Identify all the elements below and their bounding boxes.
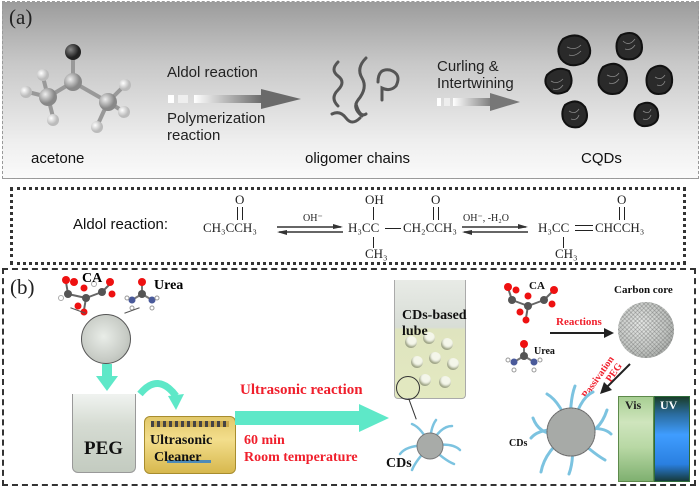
step2-arrow-icon [437,93,520,111]
vis-label: Vis [625,398,642,412]
step1-arrow-icon [168,89,301,109]
panel-b: (b) CA Urea PEG [2,268,696,486]
bubble [411,356,423,368]
powder-sample [81,314,131,364]
product-oxygen: O [617,192,627,207]
acetone-molecule-icon [20,44,131,133]
mech-urea-label: Urea [534,346,555,357]
reactions-label: Reactions [556,316,602,328]
intermediate-right: CH₂CCH₃ [403,220,457,235]
intermediate-bond-up [373,207,374,220]
intermediate-right-oxygen: O [431,192,441,207]
bubble [439,376,451,388]
intermediate-double-bond [433,207,439,220]
bubble [441,338,453,350]
mech-ca-label: CA [529,280,545,292]
lube-label-line2: lube [402,324,428,339]
carbon-core-sphere [618,302,674,358]
curling-label-line1: Curling & [437,58,499,75]
polymerization-label-line1: Polymerization [167,110,266,127]
zoom-line [408,398,417,420]
reactant-oxygen: O [235,192,245,207]
mech-cds-label: CDs [509,438,528,449]
product-left: H₃CC [538,220,570,235]
bubble [405,336,417,348]
product-right: CHCCH₃ [595,220,645,235]
mech-ca-molecule-icon [504,283,558,324]
arrow2-condition: OH⁻, -H₂O [463,213,509,224]
time-label: 60 min [244,433,285,448]
uv-label: UV [660,398,678,412]
intermediate-ch3: CH₃ [365,246,388,261]
bubble [419,374,431,386]
panel-a-label: (a) [9,5,33,29]
arrow1-condition: OH⁻ [303,213,323,224]
aldol-reaction-box: Aldol reaction: O CH₃CCH₃ OH⁻ OH H₃CC O … [10,187,686,265]
equilibrium-arrow-1-icon [277,224,343,235]
panel-a: (a) acetone Aldol reaction [2,1,699,179]
peg-label: PEG [84,438,124,459]
vis-photo [618,396,654,482]
bubble [447,358,459,370]
mech-cds-particle-icon [529,384,613,476]
carbon-core-lattice [618,302,674,358]
cds-label: CDs [386,456,412,471]
down-arrow-icon [96,364,118,391]
peg-beaker [72,394,136,473]
product-bond-down [563,237,564,248]
mech-urea-molecule-icon [505,340,543,373]
uv-photo [654,396,690,482]
aldol-box-label: Aldol reaction: [73,216,169,233]
bubble [429,352,441,364]
reactant-double-bond [237,207,243,220]
ca-label: CA [82,271,103,286]
oligomer-chains-icon [330,56,400,124]
panel-b-label: (b) [10,275,35,299]
ca-molecule-icon [58,276,116,316]
curling-label-line2: Intertwining [437,75,514,92]
intermediate-bond-right [385,228,401,229]
zoom-circle [396,376,420,400]
main-process-arrow-icon [235,404,389,432]
urea-molecule-icon [124,278,160,311]
polymerization-label-line2: reaction [167,127,221,144]
curved-arrow-icon [137,380,184,410]
stage-label-cqds: CQDs [581,150,622,167]
intermediate-oh: OH [365,192,384,207]
reactions-arrow-icon [550,328,614,338]
temperature-label: Room temperature [244,450,358,465]
carbon-core-label: Carbon core [614,284,673,296]
product-carbonyl-bond [619,207,625,220]
passivation-arrow-icon [600,363,631,394]
ultrasonic-reaction-label: Ultrasonic reaction [240,382,363,398]
intermediate-left: H₃CC [348,220,380,235]
stage-label-acetone: acetone [31,150,85,167]
cqds-icon [544,32,674,129]
cleaner-label-line1: Ultrasonic [150,433,213,448]
equilibrium-arrow-2-icon [462,224,528,235]
product-ch3: CH₃ [555,246,578,261]
urea-label: Urea [154,278,184,293]
cleaner-stripe [167,460,211,463]
cleaner-vents [151,421,229,427]
lube-label-line1: CDs-based [402,308,467,323]
reactant-formula: CH₃CCH₃ [203,220,257,235]
cds-particle-icon [398,418,462,472]
ultrasonic-cleaner [144,416,236,474]
bubble [423,332,435,344]
aldol-reaction-label: Aldol reaction [167,64,258,81]
stage-label-oligomer: oligomer chains [305,150,411,167]
intermediate-bond-down [373,237,374,248]
cleaner-label-line2: Cleaner [154,450,202,465]
product-double-bond [575,225,593,231]
